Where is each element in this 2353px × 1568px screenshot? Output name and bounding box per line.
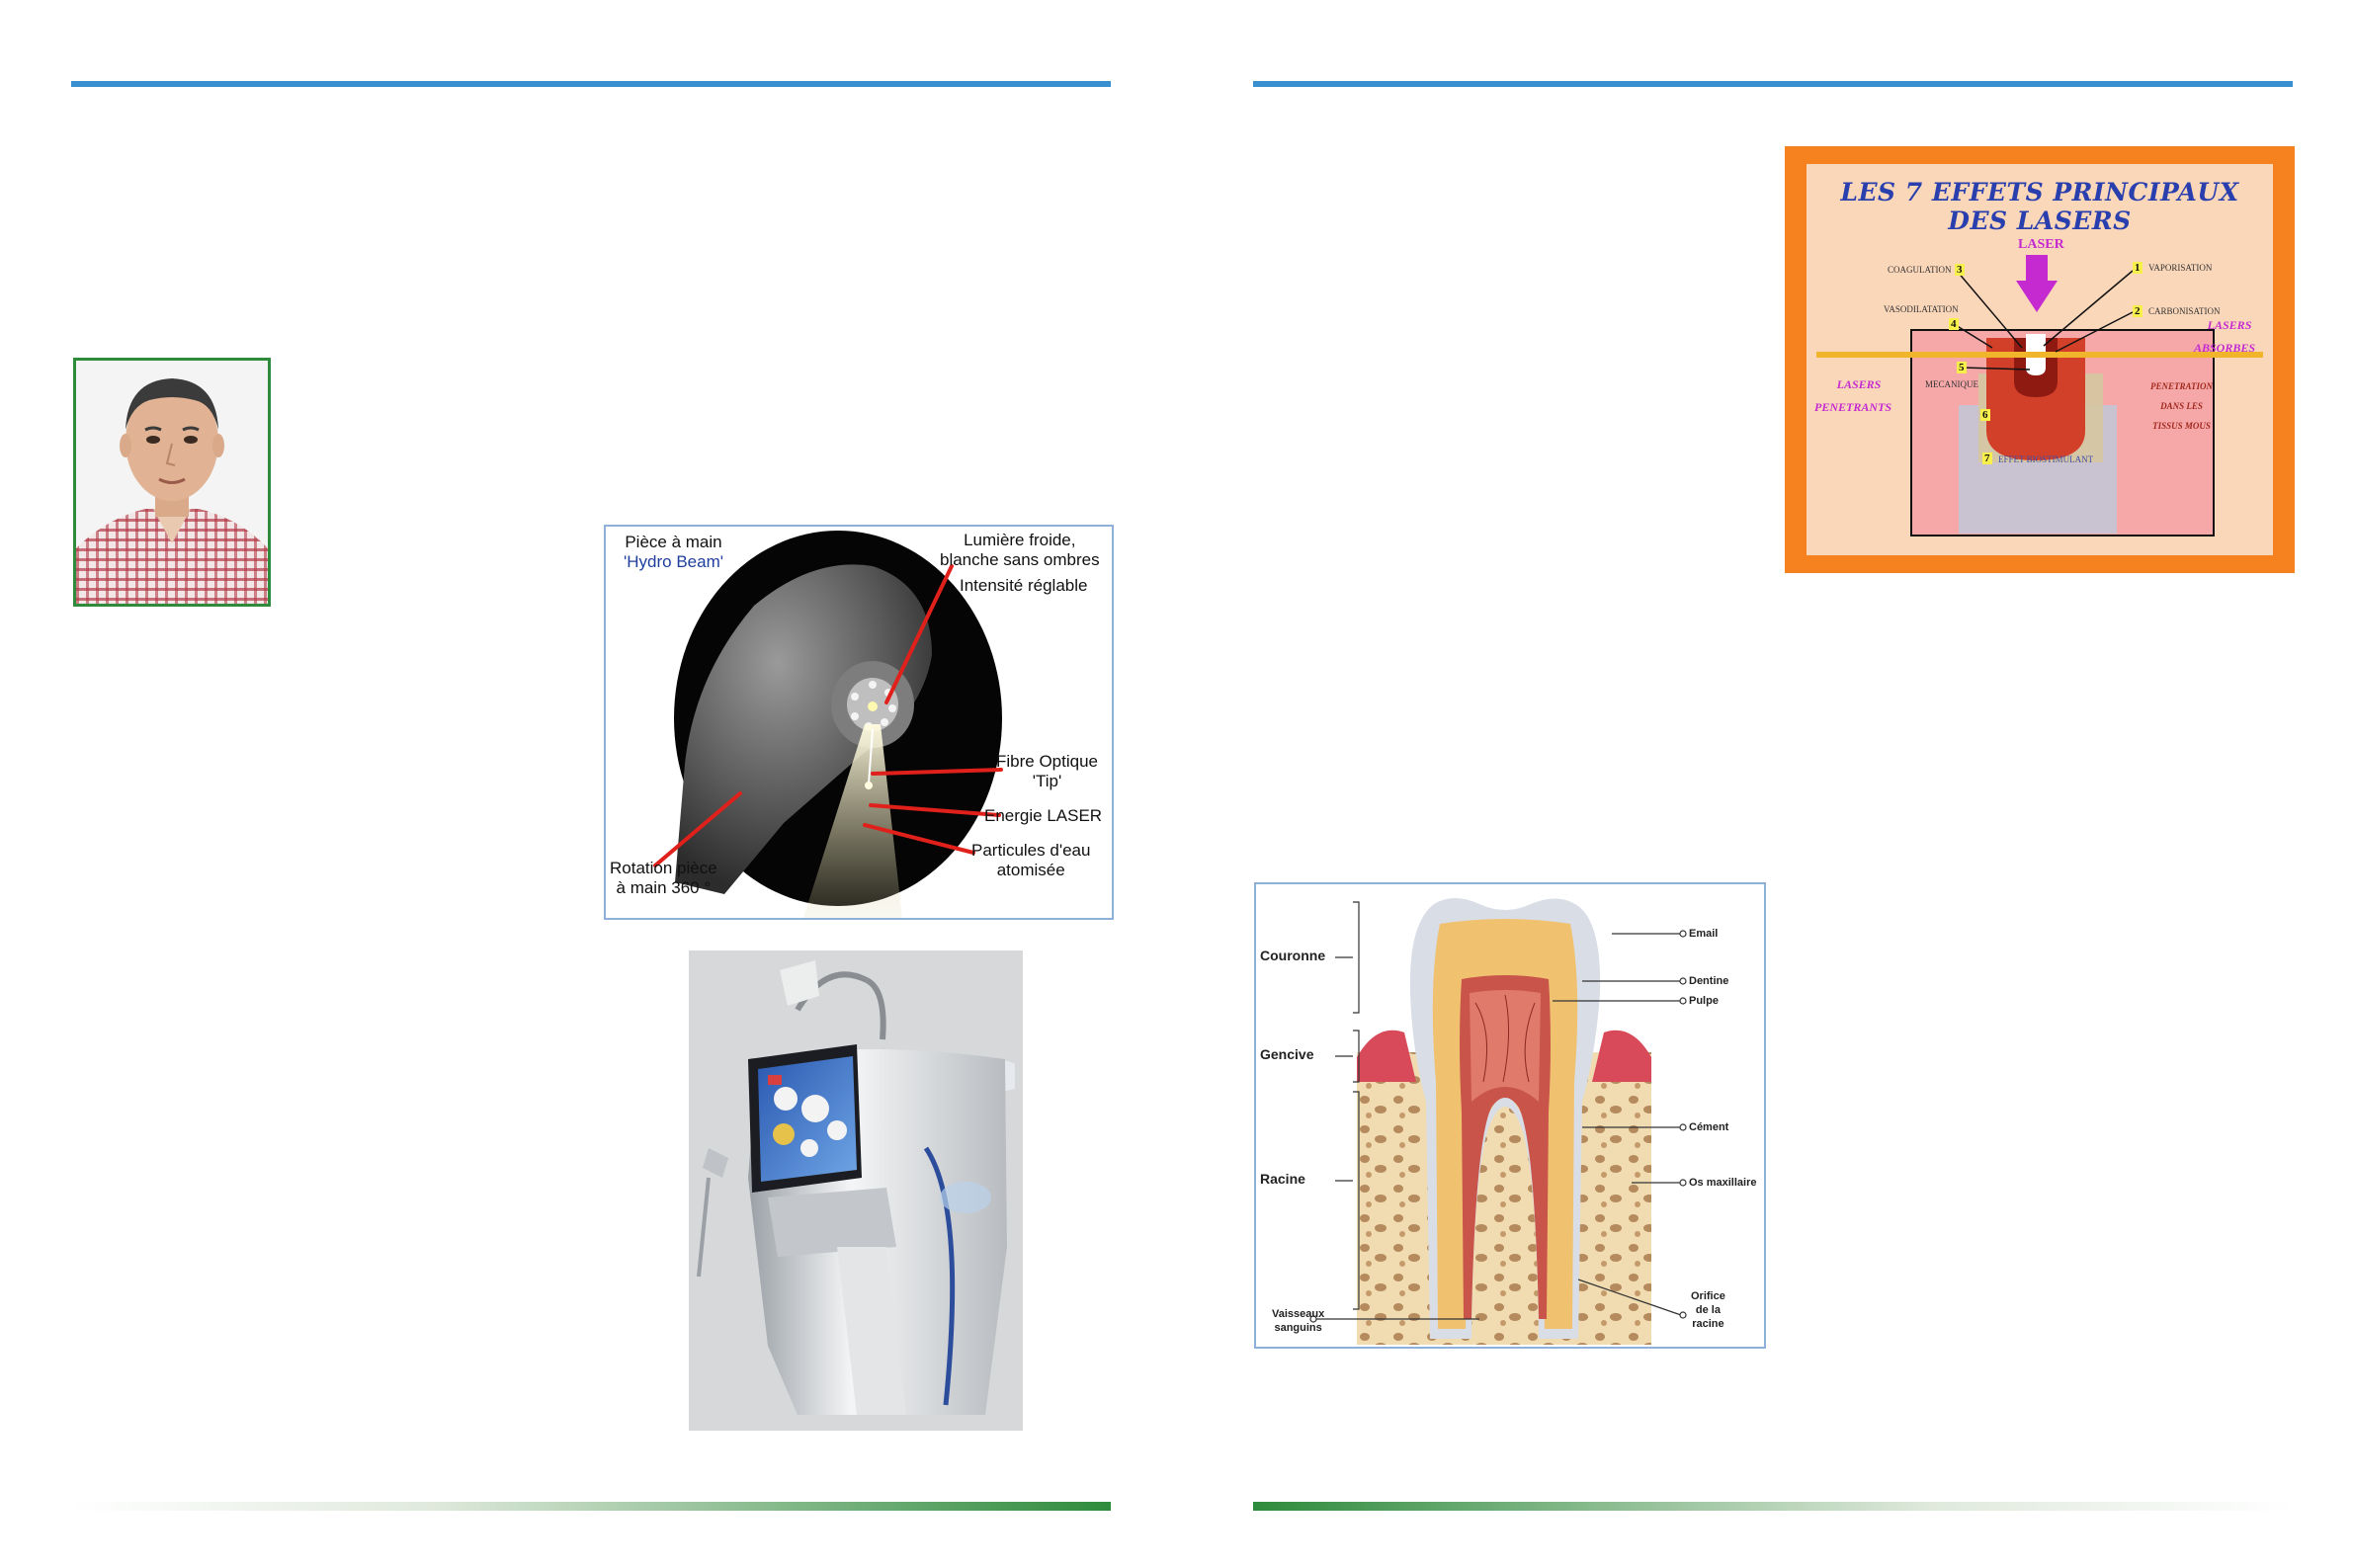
lasers-penetrants-line2: PENETRANTS [1814, 400, 1892, 414]
penetration-line1: PENETRATION [2150, 381, 2214, 391]
number-4: 4 [1949, 318, 1959, 330]
lasers-penetrants-label: LASERS PENETRANTS [1814, 377, 1891, 415]
label-particules-eau: Particules d'eau atomisée [971, 841, 1090, 880]
label-light-line2: blanche sans ombres [940, 550, 1100, 569]
label-intensite: Intensité réglable [960, 576, 1088, 595]
label-vaisseaux-line2: sanguins [1274, 1322, 1322, 1334]
vasodilatation-label: VASODILATATION [1884, 304, 1959, 314]
lasers-absorbes-label: LASERS ABSORBES [2194, 318, 2255, 356]
coagulation-label: COAGULATION [1888, 265, 1952, 275]
number-1: 1 [2133, 262, 2143, 274]
author-portrait [73, 358, 271, 607]
tooth-anatomy-figure: Couronne Gencive Racine Vaisseaux sangui… [1254, 882, 1766, 1349]
lasers-absorbes-line2: ABSORBES [2194, 341, 2256, 355]
label-pulpe: Pulpe [1689, 995, 1719, 1007]
number-2: 2 [2133, 305, 2143, 317]
top-rule-left [71, 81, 1111, 87]
label-vaisseaux-line1: Vaisseaux [1272, 1308, 1325, 1320]
label-orifice: Orifice de la racine [1691, 1289, 1725, 1331]
lasers-absorbes-line1: LASERS [2207, 318, 2252, 332]
label-email: Email [1689, 928, 1719, 940]
penetration-label: PENETRATION DANS LES TISSUS MOUS [2150, 381, 2213, 431]
label-racine: Racine [1260, 1171, 1305, 1187]
label-couronne: Couronne [1260, 948, 1326, 963]
label-rotation-line2: à main 360 ° [616, 878, 712, 897]
carbonisation-label: CARBONISATION [2148, 306, 2221, 316]
label-vaisseaux: Vaisseaux sanguins [1272, 1307, 1324, 1335]
label-lumiere-froide: Lumière froide, blanche sans ombres [940, 531, 1100, 570]
laser-effects-poster: LES 7 EFFETS PRINCIPAUX DES LASERS LASER… [1785, 146, 2295, 573]
penetration-line2: DANS LES [2160, 401, 2203, 411]
label-os-maxillaire: Os maxillaire [1689, 1177, 1757, 1189]
label-cement: Cément [1689, 1121, 1729, 1133]
handpiece-figure: Pièce à main 'Hydro Beam' Lumière froide… [604, 525, 1114, 920]
label-orifice-line2: de la [1695, 1304, 1721, 1316]
label-water-line1: Particules d'eau [971, 841, 1091, 860]
label-rotation: Rotation pièce à main 360 ° [610, 859, 717, 898]
penetration-line3: TISSUS MOUS [2152, 421, 2211, 431]
label-orifice-line3: racine [1692, 1318, 1724, 1330]
bottom-rule-right [1253, 1502, 2293, 1511]
mecanique-label: MECANIQUE [1925, 379, 1978, 389]
vaporisation-label: VAPORISATION [2148, 263, 2213, 273]
label-fibre-line2: 'Tip' [1032, 772, 1062, 790]
laser-effects-panel: LES 7 EFFETS PRINCIPAUX DES LASERS LASER… [1807, 164, 2273, 555]
laser-label: LASER [2018, 237, 2064, 252]
label-light-line1: Lumière froide, [964, 531, 1076, 549]
laser-effects-title: LES 7 EFFETS PRINCIPAUX DES LASERS [1840, 178, 2239, 235]
effet-biostimulant-label: EFFET BIOSTIMULANT [1998, 454, 2094, 464]
number-6: 6 [1980, 409, 1990, 421]
label-piece-line1: Pièce à main [625, 533, 722, 551]
label-rotation-line1: Rotation pièce [610, 859, 717, 877]
label-fibre-optique: Fibre Optique 'Tip' [996, 752, 1098, 791]
top-rule-right [1253, 81, 2293, 87]
lasers-penetrants-line1: LASERS [1836, 377, 1882, 391]
number-3: 3 [1955, 264, 1965, 276]
label-gencive: Gencive [1260, 1046, 1314, 1062]
number-7: 7 [1982, 453, 1992, 464]
label-piece-line2: 'Hydro Beam' [624, 552, 723, 571]
label-dentine: Dentine [1689, 975, 1729, 987]
bottom-rule-left [71, 1502, 1111, 1511]
label-piece-a-main: Pièce à main 'Hydro Beam' [624, 533, 723, 572]
label-energie-laser: Energie LASER [984, 806, 1103, 825]
number-5: 5 [1957, 362, 1967, 373]
laser-machine-photo [689, 950, 1023, 1431]
label-orifice-line1: Orifice [1691, 1290, 1725, 1302]
label-fibre-line1: Fibre Optique [996, 752, 1098, 771]
label-water-line2: atomisée [996, 861, 1065, 879]
